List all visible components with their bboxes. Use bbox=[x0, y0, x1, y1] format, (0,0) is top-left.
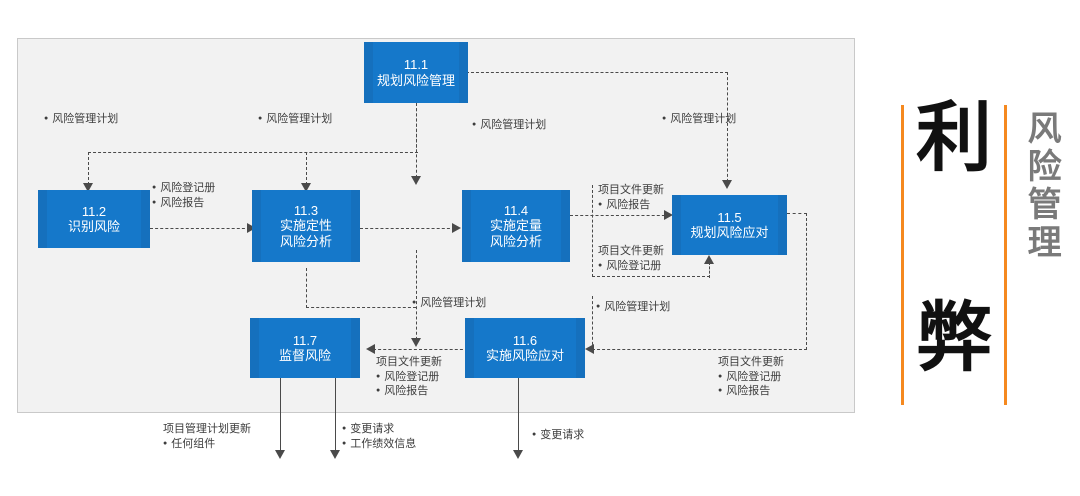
process-box-11-7[interactable]: 11.7 监督风险 bbox=[250, 318, 360, 378]
connector-bottom-right-bus bbox=[592, 349, 807, 350]
arrowhead-down-mid bbox=[411, 338, 421, 347]
annotation-top-4: 风险管理计划 bbox=[662, 112, 736, 127]
process-box-11-1[interactable]: 11.1 规划风险管理 bbox=[364, 42, 468, 103]
process-name-line2: 风险分析 bbox=[279, 233, 332, 249]
connector-11-4-to-11-5 bbox=[570, 215, 670, 216]
connector-out-11-7-b bbox=[335, 378, 336, 456]
connector-11-5-down bbox=[806, 213, 807, 350]
connector-11-6-up bbox=[592, 296, 593, 350]
connector-11-1-down-right bbox=[727, 72, 728, 187]
annotation-doc-update-register: 项目文件更新 风险登记册 bbox=[598, 244, 664, 273]
arrowhead-up-to-11-5 bbox=[704, 255, 714, 264]
connector-11-4-lower-right bbox=[592, 276, 710, 277]
accent-rule-left bbox=[901, 105, 904, 405]
connector-11-6-to-11-7 bbox=[373, 349, 468, 350]
annotation-change-request: 变更请求 bbox=[532, 428, 584, 443]
process-number: 11.4 bbox=[503, 203, 529, 219]
arrowhead-right-to-11-4 bbox=[452, 223, 461, 233]
annotation-pm-plan-update: 项目管理计划更新 任何组件 bbox=[163, 422, 251, 451]
process-name-line1: 规划风险管理 bbox=[376, 72, 455, 88]
connector-top-bus bbox=[88, 152, 418, 153]
annotation-change-and-performance: 变更请求 工作绩效信息 bbox=[342, 422, 416, 451]
process-box-11-3[interactable]: 11.3 实施定性 风险分析 bbox=[252, 190, 360, 262]
connector-11-2-to-11-3 bbox=[150, 228, 250, 229]
arrowhead-down-to-11-3 bbox=[301, 183, 311, 192]
arrowhead-down-to-11-5 bbox=[722, 180, 732, 189]
connector-lower-bus-left bbox=[306, 307, 416, 308]
process-name-line1: 规划风险应对 bbox=[690, 225, 769, 240]
connector-bus-to-11-3 bbox=[306, 152, 307, 190]
arrowhead-left-to-11-7 bbox=[366, 344, 375, 354]
process-number: 11.2 bbox=[81, 203, 107, 219]
big-character-top: 利 bbox=[916, 93, 992, 182]
process-number: 11.6 bbox=[512, 332, 538, 348]
connector-out-11-6 bbox=[518, 378, 519, 456]
annotation-top-3: 风险管理计划 bbox=[472, 118, 546, 133]
process-number: 11.1 bbox=[403, 57, 429, 73]
annotation-top-2: 风险管理计划 bbox=[258, 112, 332, 127]
process-name-line1: 实施定性 bbox=[279, 218, 332, 234]
process-name-line1: 实施定量 bbox=[489, 218, 542, 234]
annotation-doc-update-report: 项目文件更新 风险报告 bbox=[598, 183, 664, 212]
connector-11-1-right bbox=[466, 72, 728, 73]
connector-11-5-right bbox=[787, 213, 807, 214]
connector-11-4-drop bbox=[592, 185, 593, 277]
arrowhead-out-11-7-b bbox=[330, 450, 340, 459]
arrowhead-left-to-11-6 bbox=[585, 344, 594, 354]
process-box-11-5[interactable]: 11.5 规划风险应对 bbox=[672, 195, 787, 255]
arrowhead-right-to-11-5 bbox=[664, 210, 673, 220]
annotation-risk-register-report: 风险登记册 风险报告 bbox=[152, 181, 215, 210]
process-number: 11.5 bbox=[717, 209, 742, 225]
process-name-line1: 监督风险 bbox=[278, 348, 331, 363]
process-number: 11.7 bbox=[292, 332, 318, 348]
process-name-line1: 识别风险 bbox=[67, 219, 120, 234]
arrowhead-right-to-11-3 bbox=[247, 223, 256, 233]
process-number: 11.3 bbox=[293, 203, 319, 219]
annotation-doc-update-both-left: 项目文件更新 风险登记册 风险报告 bbox=[376, 355, 442, 399]
process-box-11-2[interactable]: 11.2 识别风险 bbox=[38, 190, 150, 248]
connector-11-1-bus-drop bbox=[416, 103, 417, 153]
annotation-doc-update-both-right: 项目文件更新 风险登记册 风险报告 bbox=[718, 355, 784, 399]
vertical-title: 风险管理 bbox=[1021, 110, 1062, 262]
big-character-bottom: 弊 bbox=[916, 293, 992, 382]
connector-into-11-5-bottom bbox=[709, 262, 710, 278]
process-box-11-4[interactable]: 11.4 实施定量 风险分析 bbox=[462, 190, 570, 262]
connector-out-11-7-a bbox=[280, 378, 281, 456]
process-box-11-6[interactable]: 11.6 实施风险应对 bbox=[465, 318, 585, 378]
connector-11-3-drop bbox=[306, 268, 307, 308]
arrowhead-out-11-7-a bbox=[275, 450, 285, 459]
annotation-top-1: 风险管理计划 bbox=[44, 112, 118, 127]
process-name-line1: 实施风险应对 bbox=[485, 348, 564, 363]
arrowhead-out-11-6 bbox=[513, 450, 523, 459]
accent-rule-right bbox=[1004, 105, 1007, 405]
annotation-mid-right: 风险管理计划 bbox=[596, 300, 670, 315]
process-name-line2: 风险分析 bbox=[489, 233, 542, 249]
annotation-mid-left: 风险管理计划 bbox=[412, 296, 486, 311]
arrowhead-down-to-11-2 bbox=[83, 183, 93, 192]
connector-bus-to-11-2 bbox=[88, 152, 89, 190]
connector-11-3-to-11-4 bbox=[360, 228, 455, 229]
arrowhead-down-to-11-4 bbox=[411, 176, 421, 185]
